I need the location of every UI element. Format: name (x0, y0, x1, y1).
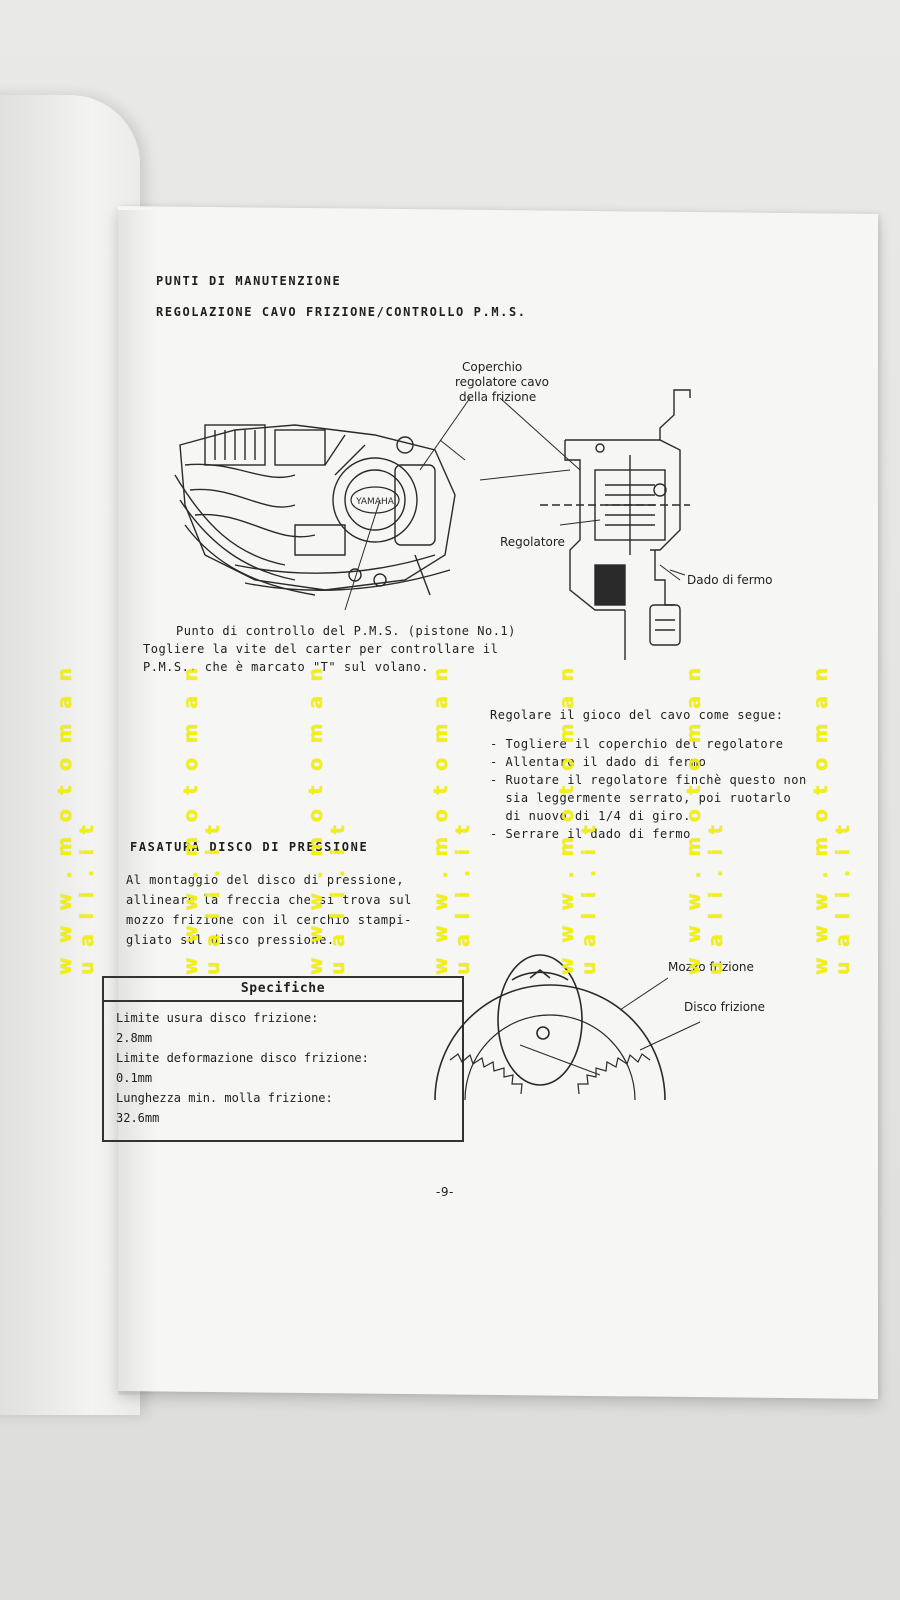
watermark-text-4: w w w . m o t o m a n u a l i . i t (430, 663, 474, 975)
subsection-heading: REGOLAZIONE CAVO FRIZIONE/CONTROLLO P.M.… (156, 305, 527, 319)
svg-text:YAMAHA: YAMAHA (355, 497, 395, 507)
spec-line-5: Lunghezza min. molla frizione: (116, 1091, 333, 1105)
section2-title: FASATURA DISCO DI PRESSIONE (130, 840, 369, 854)
cable-step-2: - Allentare il dado di fermo (490, 755, 707, 769)
cable-step-3c: di nuovo di 1/4 di giro. (490, 809, 691, 823)
callout-hub: Mozzo frizione (668, 960, 754, 974)
spec-title: Specifiche (104, 978, 462, 1002)
callout-adjuster: Regolatore (500, 535, 565, 549)
watermark-text-5: w w w . m o t o m a n u a l i . i t (556, 663, 600, 975)
watermark-text-6: w w w . m o t o m a n u a l i . i t (683, 663, 727, 975)
yamaha-logo: YAMAHA (350, 486, 400, 514)
spec-line-6: 32.6mm (116, 1111, 160, 1125)
cable-step-1: - Togliere il coperchio del regolatore (490, 737, 784, 751)
spec-line-4: 0.1mm (116, 1071, 153, 1085)
pms-caption-line3: P.M.S., che è marcato "T" sul volano. (143, 660, 429, 674)
spec-line-1: Limite usura disco frizione: (116, 1011, 319, 1025)
watermark-text-7: w w w . m o t o m a n u a l i . i t (810, 663, 854, 975)
section-heading: PUNTI DI MANUTENZIONE (156, 274, 342, 288)
callout-cover-line1: Coperchio (462, 360, 523, 374)
watermark-text-1: w w w . m o t o m a n u a l i . i t (54, 663, 98, 975)
spec-line-3: Limite deformazione disco frizione: (116, 1051, 369, 1065)
callout-locknut: Dado di fermo (687, 573, 773, 587)
left-page-curl (0, 95, 140, 1415)
engine-illustration: YAMAHA (174, 424, 466, 611)
section2-body-2: allineare la freccia che si trova sul (126, 893, 412, 907)
clutch-disc-diagram (434, 954, 666, 1101)
cable-step-3b: sia leggermente serrato, poi ruotarlo (490, 791, 792, 805)
cable-step-4: - Serrare il dado di fermo (490, 827, 691, 841)
section2-body-4: gliato sul disco pressione. (126, 933, 335, 947)
section2-body-3: mozzo frizione con il cerchio stampi- (126, 913, 412, 927)
clutch-adjuster-diagram (479, 389, 691, 660)
pms-caption-line1: Punto di controllo del P.M.S. (pistone N… (176, 624, 516, 638)
cable-step-3: - Ruotare il regolatore finchè questo no… (490, 773, 807, 787)
cable-intro: Regolare il gioco del cavo come segue: (490, 708, 784, 722)
page-number: -9- (436, 1185, 454, 1199)
watermark-text-3: w w w . m o t o m a n u a l i . i t (305, 663, 349, 975)
pms-caption-line2: Togliere la vite del carter per controll… (143, 642, 499, 656)
watermark-text-2: w w w . m o t o m a n u a l i . i t (180, 663, 224, 975)
section2-body-1: Al montaggio del disco di pressione, (126, 873, 405, 887)
spec-line-2: 2.8mm (116, 1031, 153, 1045)
callout-disc: Disco frizione (684, 1000, 766, 1014)
callout-cover-line3: della frizione (459, 390, 537, 404)
specifications-box: Specifiche Limite usura disco frizione: … (102, 976, 464, 1142)
callout-cover-line2: regolatore cavo (455, 375, 550, 389)
